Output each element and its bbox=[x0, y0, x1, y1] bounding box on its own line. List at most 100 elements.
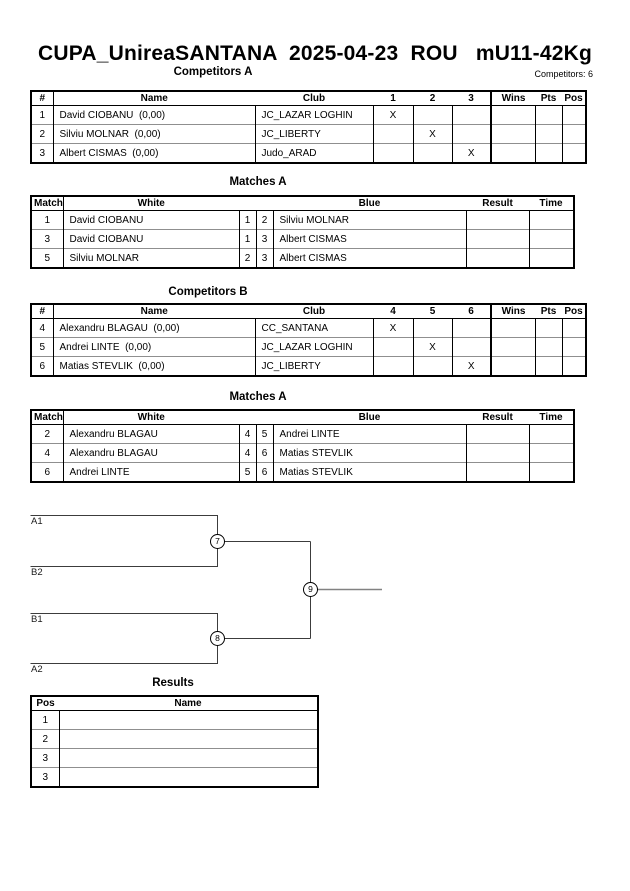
table-row: 1 David CIOBANU (0,00) JC_LAZAR LOGHIN X bbox=[31, 105, 586, 125]
table-row: 5 Silviu MOLNAR 2 3 Albert CISMAS bbox=[31, 248, 574, 268]
cell-wins bbox=[490, 143, 535, 163]
cell-name: Silviu MOLNAR (0,00) bbox=[52, 124, 255, 144]
cell-wins bbox=[490, 124, 535, 144]
col-header-spacer2 bbox=[256, 410, 273, 425]
cell-num: 1 bbox=[39, 109, 46, 121]
col-header-name: Name bbox=[59, 696, 318, 711]
col-header-num: # bbox=[31, 304, 53, 319]
cell-club: JC_LIBERTY bbox=[254, 124, 373, 144]
col-header-pos: Pos bbox=[31, 696, 59, 711]
col-header-match: Match bbox=[31, 410, 63, 425]
cell-pts bbox=[534, 143, 562, 163]
cell-result bbox=[465, 210, 529, 230]
col-header-club: Club bbox=[255, 304, 373, 319]
cell-mark-5 bbox=[412, 318, 452, 338]
col-header-white: White bbox=[62, 196, 239, 211]
cell-time bbox=[528, 210, 574, 230]
cell-blue-name: Matias STEVLIK bbox=[272, 443, 466, 463]
cell-mark-1 bbox=[372, 124, 413, 144]
cell-white-num: 4 bbox=[238, 424, 256, 444]
cell-num: 5 bbox=[31, 337, 53, 357]
cell-result bbox=[465, 462, 529, 482]
cell-match-num: 1 bbox=[44, 214, 51, 226]
cell-num: 4 bbox=[39, 322, 46, 334]
cell-name: Alexandru BLAGAU (0,00) bbox=[52, 318, 255, 338]
table-row: 2 Silviu MOLNAR (0,00) JC_LIBERTY X bbox=[31, 124, 586, 144]
table-row: 2 bbox=[31, 729, 318, 749]
header-row: Match White Blue Result Time bbox=[31, 410, 574, 425]
cell-time bbox=[528, 248, 574, 268]
cell-wins bbox=[490, 318, 535, 338]
col-header-result: Result bbox=[466, 196, 529, 211]
cell-mark-6 bbox=[451, 337, 491, 357]
competitors-count: Competitors: 6 bbox=[534, 69, 593, 79]
cell-mark-1: X bbox=[372, 105, 413, 125]
bracket-match-9-node: 9 bbox=[303, 582, 318, 597]
cell-time bbox=[528, 462, 574, 482]
cell-pos: 2 bbox=[31, 729, 59, 749]
cell-blue-num: 3 bbox=[255, 248, 273, 268]
cell-mark-4 bbox=[372, 356, 413, 376]
cell-pos bbox=[561, 105, 586, 125]
bracket-slot-a1: A1 bbox=[31, 516, 43, 527]
cell-white-name: Alexandru BLAGAU bbox=[62, 424, 239, 444]
bracket-slot-b2: B2 bbox=[31, 567, 43, 578]
col-header-pts: Pts bbox=[535, 304, 562, 319]
table-row: 1 David CIOBANU 1 2 Silviu MOLNAR bbox=[31, 210, 574, 230]
col-header-time: Time bbox=[529, 410, 574, 425]
cell-num: 6 bbox=[31, 356, 53, 376]
bracket-slot-a2: A2 bbox=[31, 664, 43, 675]
cell-pts bbox=[534, 105, 562, 125]
heading-matches-a: Matches A bbox=[229, 176, 287, 188]
cell-blue-num: 5 bbox=[255, 424, 273, 444]
col-header-blue: Blue bbox=[273, 196, 466, 211]
cell-white-name: Alexandru BLAGAU bbox=[62, 443, 239, 463]
table-row: 4 Alexandru BLAGAU (0,00) CC_SANTANA X bbox=[31, 318, 586, 338]
col-header-white: White bbox=[62, 410, 239, 425]
col-header-match: Match bbox=[31, 196, 63, 211]
cell-white-num: 2 bbox=[238, 248, 256, 268]
cell-time bbox=[528, 229, 574, 249]
table-row: 3 bbox=[31, 748, 318, 768]
cell-white-num: 1 bbox=[238, 229, 256, 249]
cell-match-num: 3 bbox=[31, 229, 63, 249]
cell-blue-num: 6 bbox=[255, 462, 273, 482]
cell-name: Albert CISMAS (0,00) bbox=[52, 143, 255, 163]
cell-mark-2 bbox=[412, 105, 452, 125]
cell-blue-num: 3 bbox=[255, 229, 273, 249]
col-header-blue: Blue bbox=[273, 410, 466, 425]
cell-pts bbox=[534, 337, 562, 357]
cell-match-num: 2 bbox=[44, 428, 51, 440]
cell-white-name: Silviu MOLNAR bbox=[62, 248, 239, 268]
cell-mark-5 bbox=[412, 356, 452, 376]
cell-result bbox=[465, 229, 529, 249]
matches-b-table: Match White Blue Result Time 2 Alexandru… bbox=[30, 409, 575, 483]
table-row: 5 Andrei LINTE (0,00) JC_LAZAR LOGHIN X bbox=[31, 337, 586, 357]
col-header-name: Name bbox=[52, 91, 255, 106]
cell-num: 2 bbox=[31, 124, 53, 144]
bracket-slot-b1: B1 bbox=[31, 614, 43, 625]
cell-pos bbox=[561, 318, 586, 338]
heading-matches-b: Matches A bbox=[229, 391, 287, 403]
cell-wins bbox=[490, 337, 535, 357]
cell-time bbox=[528, 424, 574, 444]
cell-pos bbox=[561, 143, 586, 163]
table-row: 3 Albert CISMAS (0,00) Judo_ARAD X bbox=[31, 143, 586, 163]
cell-num: 3 bbox=[31, 143, 53, 163]
cell-mark-3 bbox=[451, 105, 491, 125]
col-header-4: 4 bbox=[373, 304, 413, 319]
table-row: 3 bbox=[31, 767, 318, 787]
cell-wins bbox=[490, 356, 535, 376]
cell-white-num: 4 bbox=[238, 443, 256, 463]
cell-name bbox=[58, 729, 318, 749]
cell-result bbox=[465, 443, 529, 463]
cell-pos bbox=[561, 124, 586, 144]
cell-pts bbox=[534, 318, 562, 338]
cell-name: David CIOBANU (0,00) bbox=[52, 105, 255, 125]
cell-mark-2 bbox=[412, 143, 452, 163]
cell-white-name: David CIOBANU bbox=[62, 210, 239, 230]
table-row: 6 Matias STEVLIK (0,00) JC_LIBERTY X bbox=[31, 356, 586, 376]
cell-match-num: 6 bbox=[31, 462, 63, 482]
cell-white-name: David CIOBANU bbox=[62, 229, 239, 249]
header-row: Match White Blue Result Time bbox=[31, 196, 574, 211]
